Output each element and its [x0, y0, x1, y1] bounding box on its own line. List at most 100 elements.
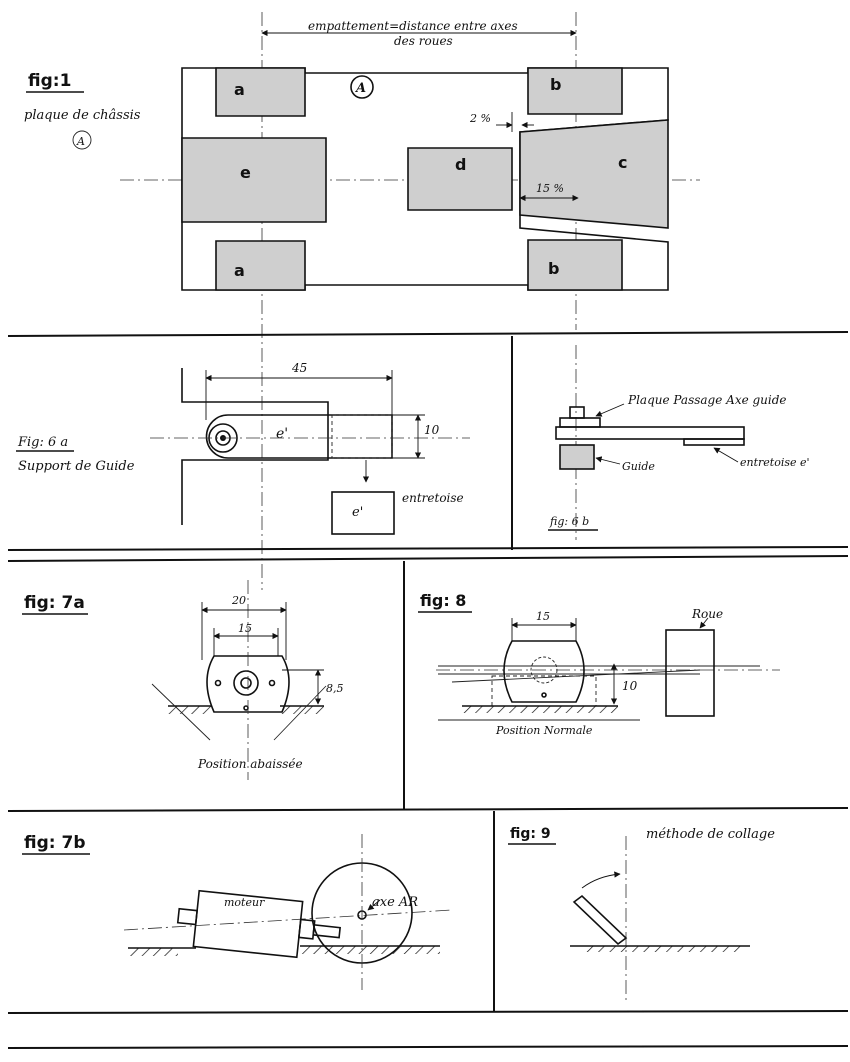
fig7a-screw-left: [214, 679, 222, 687]
fig8-height-label: 10: [622, 679, 638, 693]
fig8-wheel-label: Roue: [691, 607, 723, 621]
fig7a-bearing-outer: [233, 670, 259, 696]
part-c: [519, 119, 669, 229]
fig9-rotation-arrow: [581, 871, 621, 889]
fig7b-track-hatch-left: [130, 948, 178, 956]
divider-6: [7, 1045, 849, 1049]
part-b-bottom-label: b: [548, 259, 559, 278]
divider-1: [7, 331, 849, 337]
fig6a-spacer-block: [331, 491, 395, 535]
fig9-surface-hatch: [584, 946, 744, 952]
part-c-label: c: [618, 153, 627, 172]
fig7a-inner-label: 15: [238, 622, 252, 635]
fig8-wheel: [665, 629, 715, 717]
fig6b-side-view: [555, 345, 745, 540]
fig8-width-label: 15: [536, 610, 550, 623]
fig8-motor-body: [503, 640, 585, 703]
fig6a-height-label: 10: [424, 423, 440, 437]
fig7b-axle-label: axe AR: [372, 895, 418, 910]
fig7a-construction-left: [151, 683, 211, 741]
fig6b-plate: [559, 417, 601, 428]
fig7a-outer-label: 20: [231, 594, 246, 607]
fig6b-spacer-label: entretoise e': [740, 456, 810, 469]
fig7a-caption: Position abaissée: [197, 757, 303, 771]
fig7b-pinion: [312, 924, 342, 939]
fig7a-screw-right: [268, 679, 276, 687]
fig8-bearing: [530, 656, 558, 684]
part-e-label: e: [240, 163, 251, 182]
taper-dim-label: 15 %: [536, 182, 564, 195]
fig7b-motor-label: moteur: [224, 896, 265, 909]
part-a-bottom-label: a: [234, 261, 245, 280]
fig8-wheel-leader: [699, 617, 709, 629]
fig7b-axis-line: [123, 909, 453, 931]
fig6a-guide-support: [150, 368, 470, 535]
fig6b-guide-leader: [595, 456, 621, 465]
fig7b-axle-leader: [367, 899, 381, 911]
part-b-top-label: b: [550, 75, 561, 94]
chassis-marker-label: A: [354, 81, 366, 96]
fig8-title: fig: 8: [420, 591, 466, 610]
part-b-bottom: [527, 239, 623, 291]
fig7a-bearing-inner: [240, 677, 252, 689]
fig7a-screw-bottom: [243, 705, 249, 711]
fig7a-height-label: 8,5: [326, 682, 344, 695]
fig6b-plate-label: Plaque Passage Axe guide: [627, 393, 787, 407]
fig7b-title: fig: 7b: [24, 833, 85, 853]
wheelbase-note-line1: empattement=distance entre axes: [308, 19, 518, 33]
fig7b-track-hatch-right: [300, 946, 440, 954]
divider-4: [7, 807, 849, 812]
fig7a-title: fig: 7a: [24, 593, 85, 613]
fig8-track-hatch: [462, 706, 618, 713]
part-a-bottom: [215, 240, 306, 291]
part-d-label: d: [455, 155, 466, 174]
fig9-caption: méthode de collage: [646, 827, 775, 842]
fig7b-motor-shaft-left: [176, 907, 199, 926]
part-d: [407, 147, 513, 211]
gap-dim-label: 2 %: [469, 112, 491, 125]
divider-2: [7, 546, 849, 551]
fig6a-arm: [228, 414, 393, 459]
part-e: [181, 137, 327, 223]
fig9-plate: [572, 894, 628, 946]
part-b-top: [527, 67, 623, 115]
fig6a-plate-outline: [181, 368, 329, 525]
subtitle-marker-circle: [72, 130, 92, 150]
fig9-gluing-method: [570, 836, 750, 1004]
marker-a-circle: [350, 75, 374, 99]
fig6a-title: Fig: 6 a: [17, 435, 68, 450]
fig7b-motor-rear-axle: [123, 834, 453, 990]
fig6b-guide-blade: [559, 444, 595, 470]
fig6a-subtitle: Support de Guide: [18, 459, 135, 474]
fig6b-title: fig: 6 b: [549, 515, 589, 528]
fig9-title: fig: 9: [510, 826, 551, 842]
fig7a-track-hatch-left: [168, 706, 212, 714]
fig1-title: fig:1: [28, 71, 71, 91]
fig6a-spacer-block-label: e': [352, 505, 363, 520]
fig6a-spacer-label: entretoise: [402, 491, 464, 505]
fig1-subtitle-marker: A: [76, 135, 85, 148]
wheelbase-note-line2: des roues: [394, 34, 453, 48]
fig1-subtitle: plaque de châssis: [24, 108, 141, 123]
fig6b-nut: [569, 406, 585, 419]
fig7a-motor-body: [206, 655, 290, 713]
fig8-normal-position: [436, 617, 780, 721]
fig1-chassis-plate: [72, 29, 669, 291]
fig6b-guide-label: Guide: [622, 460, 655, 473]
part-a-top-label: a: [234, 80, 245, 99]
fig6b-spacer-leader: [713, 447, 739, 463]
fig6b-spacer: [683, 438, 745, 446]
fig8-screw: [541, 692, 547, 698]
fig6b-plate-leader: [595, 403, 625, 417]
fig6a-length-label: 45: [291, 361, 307, 375]
fig7a-lowered-position: [151, 580, 327, 780]
divider-3: [7, 555, 849, 562]
fig6b-arm: [555, 426, 745, 440]
fig6a-arm-label: e': [276, 426, 288, 442]
fig8-caption: Position Normale: [495, 724, 593, 737]
fig6a-spacer-outline: [331, 414, 393, 459]
divider-5: [7, 1010, 849, 1014]
fig6a-arm-round-end: [205, 414, 229, 459]
fig7a-track-hatch-right: [280, 706, 324, 714]
